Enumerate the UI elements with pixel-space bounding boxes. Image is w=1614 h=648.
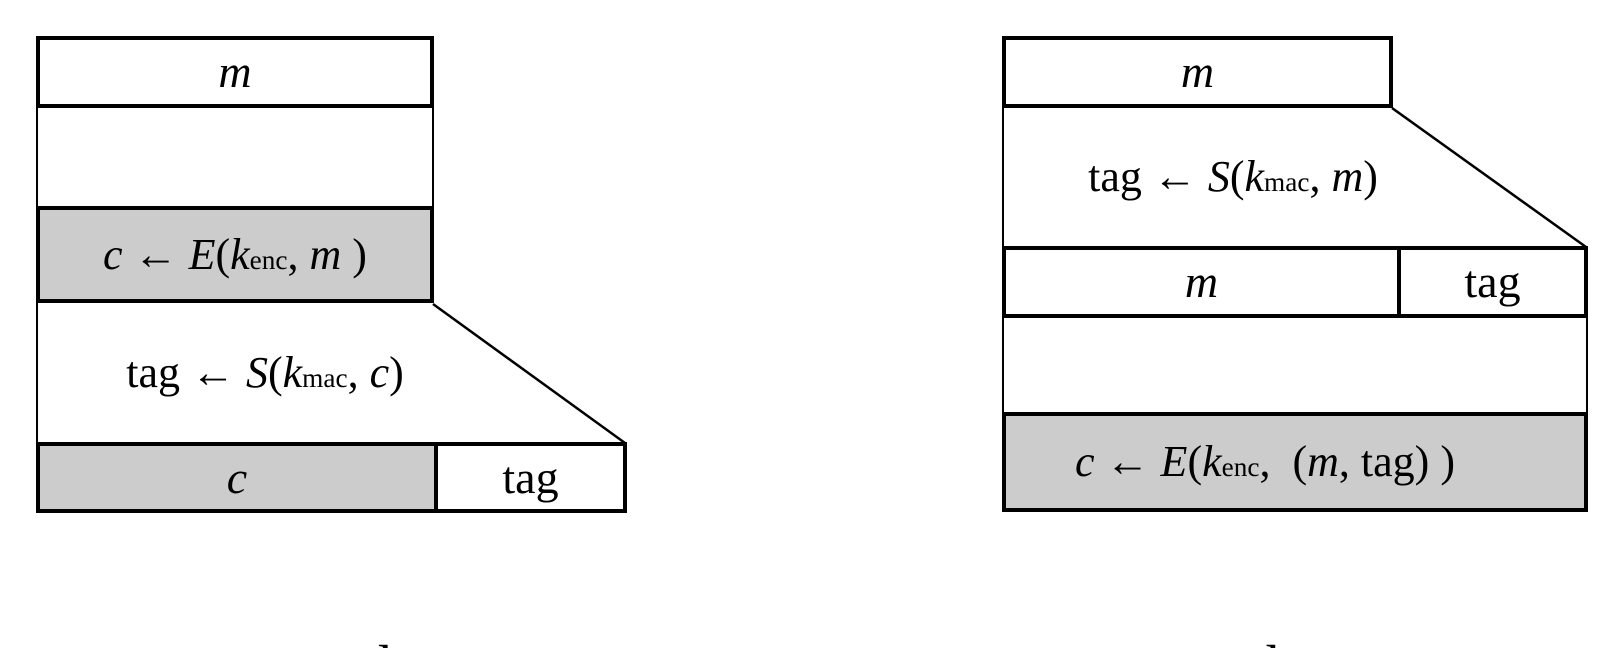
etm-output-row: c tag: [36, 442, 627, 513]
etm-sign-var-c: c: [369, 347, 390, 397]
etm-sign-var-k: k: [282, 347, 303, 397]
mte-middle-row: m tag: [1002, 246, 1588, 318]
mte-middle-tag-label: tag: [1464, 256, 1521, 307]
mte-sign-subscript: mac: [1264, 166, 1310, 197]
mte-sign-tag-arrow: tag ←: [1088, 151, 1208, 201]
etm-enc-subscript: enc: [249, 244, 288, 275]
etm-enc-fn-E: E: [188, 229, 216, 279]
mte-title: mac-then-encrypt: [995, 570, 1595, 648]
etm-sign-fn-S: S: [245, 347, 268, 397]
etm-top-connector: [36, 106, 434, 207]
etm-output-cipher-box: c: [40, 446, 438, 509]
mte-message-box: m: [1002, 36, 1393, 108]
etm-output-tag-box: tag: [438, 446, 623, 509]
mte-middle-tag-box: tag: [1401, 250, 1584, 314]
left-arrow-icon: ←: [122, 229, 189, 279]
etm-output-tag-label: tag: [502, 451, 559, 503]
mte-bottom-connector: [1002, 316, 1588, 414]
etm-enc-var-k: k: [230, 229, 250, 279]
left-arrow-icon: ←: [1094, 437, 1161, 486]
mte-enc-fn-E: E: [1160, 437, 1188, 486]
mte-sign-fn-S: S: [1207, 151, 1230, 201]
mte-enc-var-m: m: [1307, 437, 1339, 486]
etm-sign-region: [36, 303, 434, 442]
mte-enc-var-k: k: [1202, 437, 1222, 486]
mte-enc-var-c: c: [1075, 437, 1095, 486]
mte-message-label: m: [1180, 46, 1215, 97]
etm-output-cipher-label: c: [226, 451, 248, 503]
etm-sign-subscript: mac: [302, 362, 348, 393]
mte-middle-message-box: m: [1006, 250, 1401, 314]
etm-title: encrypt-then-mac: [30, 570, 630, 648]
etm-enc-var-m: m: [309, 229, 342, 279]
mte-sign-region: [1002, 107, 1393, 246]
etm-enc-var-c: c: [103, 229, 123, 279]
mte-sign-var-m: m: [1331, 151, 1364, 201]
etm-message-box: m: [36, 36, 434, 108]
etm-message-label: m: [218, 46, 252, 97]
mte-sign-var-k: k: [1244, 151, 1265, 201]
mte-enc-subscript: enc: [1221, 452, 1260, 483]
mte-middle-message-label: m: [1184, 256, 1219, 307]
etm-sign-tag-arrow: tag ←: [126, 347, 246, 397]
